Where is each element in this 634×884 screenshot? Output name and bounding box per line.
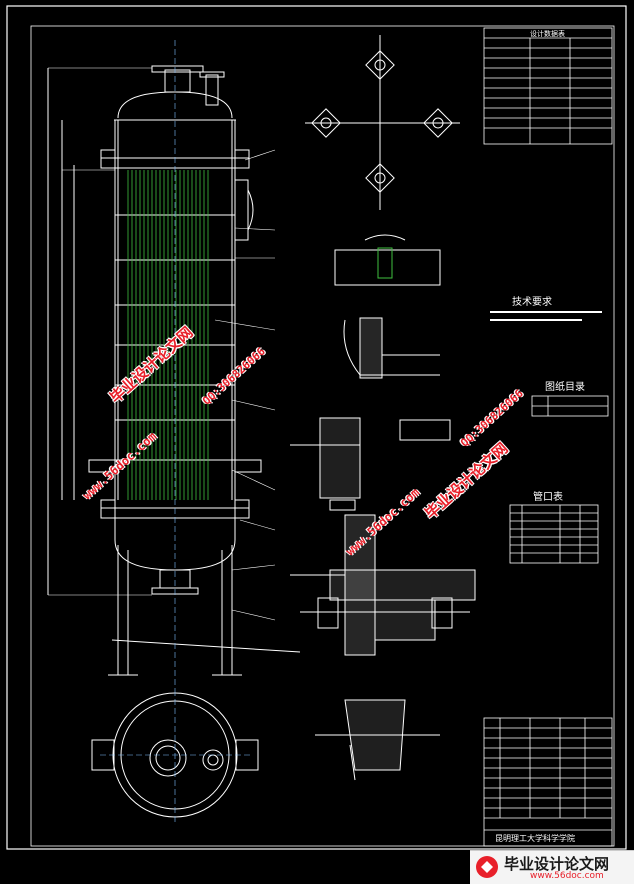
- nozzle-table: [509, 504, 599, 564]
- brand-logo-icon: [476, 856, 498, 878]
- drawing-index-table: [531, 395, 609, 417]
- design-data-title: 设计数据表: [530, 30, 565, 38]
- plan-view: [91, 690, 259, 825]
- tech-req-title: 技术要求: [512, 297, 552, 308]
- detail-views: [290, 35, 476, 781]
- sheet-border: [6, 5, 627, 850]
- tube-bundle: [127, 170, 209, 500]
- design-data-table: [483, 27, 613, 145]
- nozzle-table-title: 管口表: [533, 492, 563, 503]
- tech-req-lines: [490, 311, 602, 321]
- vessel-elevation: [47, 40, 301, 690]
- brand-url: www.56doc.com: [530, 871, 604, 881]
- sheet-inner-border: [30, 25, 615, 847]
- title-block-school: 昆明理工大学科学学院: [495, 834, 575, 843]
- title-block: [483, 717, 613, 847]
- brand-banner: 毕业设计论文网 www.56doc.com: [470, 850, 634, 884]
- drawing-index-title: 图纸目录: [545, 382, 585, 393]
- brand-name: 毕业设计论文网: [504, 855, 610, 873]
